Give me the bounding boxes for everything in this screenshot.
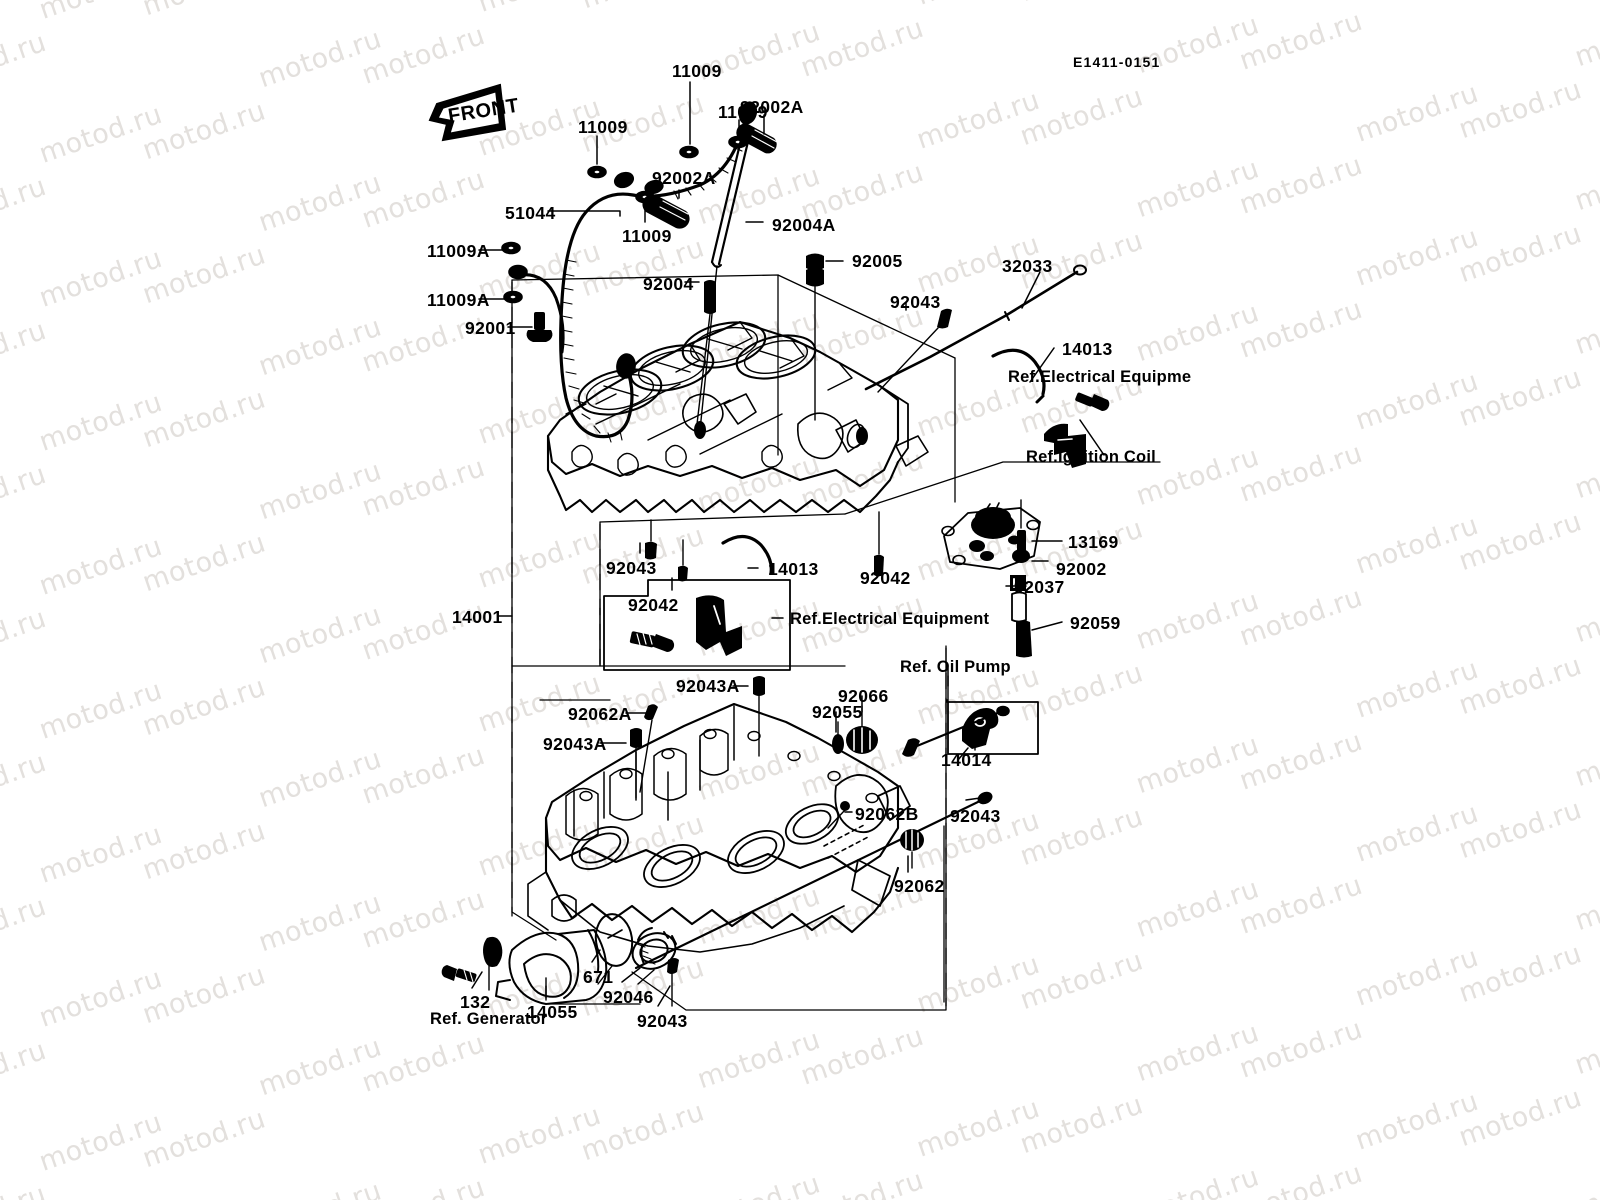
- part-label-92062b[interactable]: 92062B: [855, 804, 919, 824]
- part-label-11009[interactable]: 11009: [578, 117, 628, 137]
- part-label-ref-oil-pump[interactable]: Ref. Oil Pump: [900, 658, 1011, 676]
- part-label-11009a[interactable]: 11009A: [427, 290, 490, 310]
- part-label-92043[interactable]: 92043: [637, 1011, 688, 1031]
- part-label-92042[interactable]: 92042: [860, 568, 911, 588]
- part-label-92042[interactable]: 92042: [628, 595, 679, 615]
- part-label-92043[interactable]: 92043: [606, 558, 657, 578]
- part-label-14013[interactable]: 14013: [1062, 339, 1113, 359]
- part-label-ref-generator[interactable]: Ref. Generator: [430, 1010, 548, 1028]
- part-label-92059[interactable]: 92059: [1070, 613, 1121, 633]
- part-label-14055[interactable]: 14055: [527, 1002, 578, 1022]
- part-label-92004[interactable]: 92004: [643, 274, 694, 294]
- part-label-14001[interactable]: 14001: [452, 607, 503, 627]
- part-label-ref-electrical-equipment[interactable]: Ref.Electrical Equipment: [790, 610, 990, 628]
- part-label-13169[interactable]: 13169: [1068, 532, 1119, 552]
- part-label-92002[interactable]: 92002: [1056, 559, 1107, 579]
- part-label-92043a[interactable]: 92043A: [543, 734, 607, 754]
- part-label-92046[interactable]: 92046: [603, 987, 654, 1007]
- part-label-ref-electrical-equipme[interactable]: Ref.Electrical Equipme: [1008, 368, 1192, 386]
- front-arrow-shape: [428, 83, 507, 142]
- part-label-92043[interactable]: 92043: [890, 292, 941, 312]
- part-label-11009[interactable]: 11009: [718, 102, 768, 122]
- part-label-92062[interactable]: 92062: [894, 876, 945, 896]
- part-label-92004a[interactable]: 92004A: [772, 215, 836, 235]
- diagram-code: E1411-0151: [1073, 54, 1161, 70]
- part-label-92002a[interactable]: 92002A: [652, 168, 716, 188]
- part-label-92001[interactable]: 92001: [465, 318, 516, 338]
- part-label-14013[interactable]: 14013: [768, 559, 819, 579]
- part-label-14014[interactable]: 14014: [941, 750, 992, 770]
- part-label-92062a[interactable]: 92062A: [568, 704, 632, 724]
- part-label-92055[interactable]: 92055: [812, 702, 863, 722]
- part-label-132[interactable]: 132: [460, 992, 491, 1012]
- part-label-92037[interactable]: 92037: [1014, 577, 1065, 597]
- part-label-671[interactable]: 671: [583, 967, 614, 987]
- part-label-51044[interactable]: 51044: [505, 203, 556, 223]
- part-label-92043a[interactable]: 92043A: [676, 676, 740, 696]
- part-label-92043[interactable]: 92043: [950, 806, 1001, 826]
- part-label-32033[interactable]: 32033: [1002, 256, 1053, 276]
- part-label-11009[interactable]: 11009: [622, 226, 672, 246]
- part-label-ref-ignition-coil[interactable]: Ref.Ignition Coil: [1026, 448, 1156, 466]
- part-label-92005[interactable]: 92005: [852, 251, 903, 271]
- part-label-11009a[interactable]: 11009A: [427, 241, 490, 261]
- part-label-11009[interactable]: 11009: [672, 61, 722, 81]
- part-label-92066[interactable]: 92066: [838, 686, 889, 706]
- part-label-92002a[interactable]: 92002A: [740, 97, 804, 117]
